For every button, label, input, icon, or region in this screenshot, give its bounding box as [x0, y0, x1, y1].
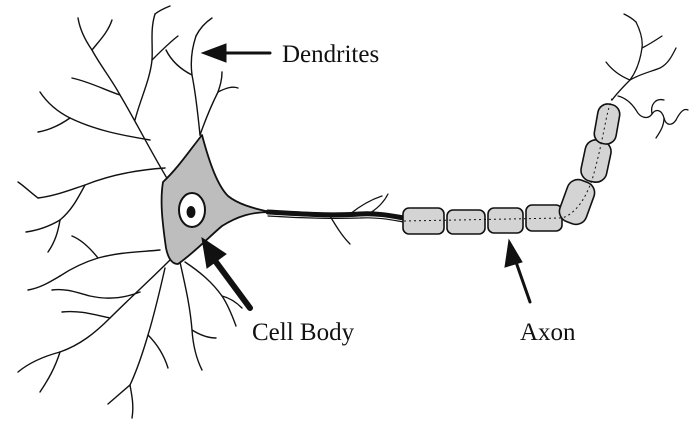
- myelin-segment: [556, 177, 597, 228]
- cell-body-label: Cell Body: [252, 319, 355, 346]
- axon-arrowhead: [505, 240, 522, 267]
- label-arrows: [202, 44, 530, 308]
- axon-trunk: [268, 194, 404, 244]
- dendrites-label: Dendrites: [282, 41, 379, 68]
- nucleus: [179, 193, 205, 227]
- myelin-segment: [488, 208, 523, 233]
- myelin-sheath: [403, 102, 621, 234]
- dendrites-arrowhead: [202, 44, 226, 62]
- myelin-segment: [593, 102, 622, 145]
- axon-arrow: [516, 262, 530, 302]
- cell-body-shape: [162, 135, 270, 264]
- myelin-segment: [447, 210, 485, 234]
- axon-label: Axon: [520, 319, 576, 346]
- myelin-segment: [579, 138, 613, 184]
